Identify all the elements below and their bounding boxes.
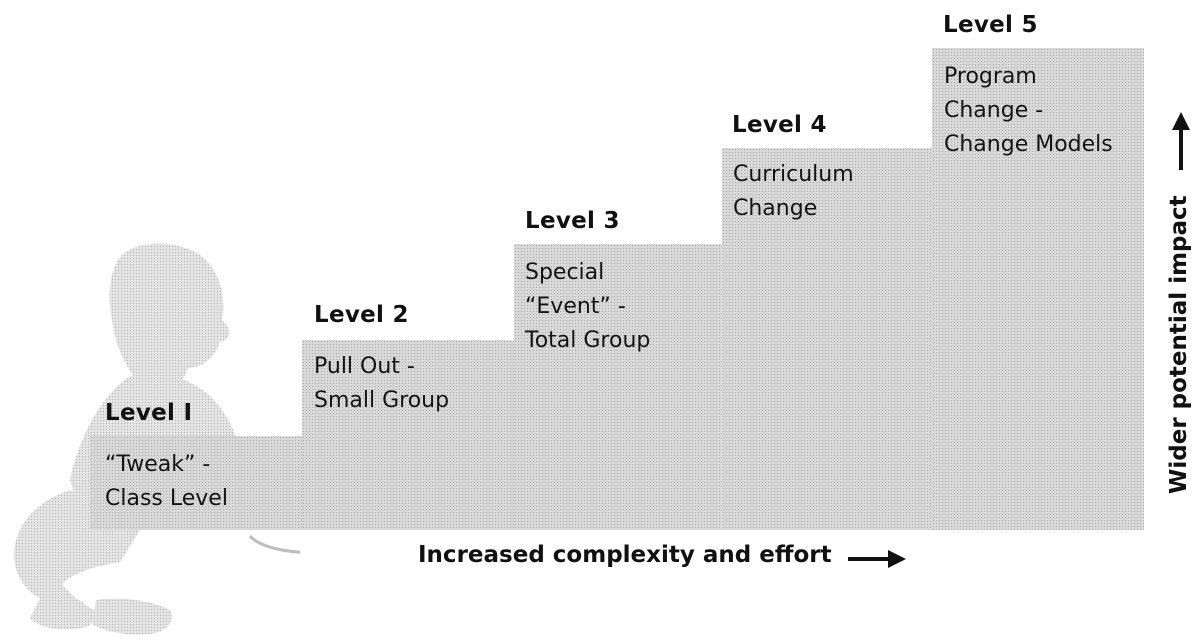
level-4-description: Curriculum Change — [733, 162, 854, 221]
step-level-2 — [302, 340, 514, 530]
level-5-description: Program Change - Change Models — [944, 64, 1113, 157]
step-level-5 — [932, 48, 1144, 530]
level-5-label: Level 5 — [943, 12, 1038, 38]
level-1-label: Level I — [105, 400, 193, 426]
level-3-description: Special “Event” - Total Group — [525, 260, 651, 353]
right-arrow-icon — [848, 550, 906, 568]
level-2-description: Pull Out - Small Group — [314, 354, 450, 413]
up-arrow-icon — [1172, 112, 1190, 170]
x-axis-label: Increased complexity and effort — [418, 542, 832, 568]
y-axis-label: Wider potential impact — [1166, 195, 1192, 494]
step-level-4 — [722, 148, 932, 530]
level-1-description: “Tweak” - Class Level — [105, 452, 228, 511]
level-2-label: Level 2 — [314, 302, 409, 328]
ball-edge — [248, 534, 300, 554]
level-3-label: Level 3 — [525, 208, 620, 234]
level-4-label: Level 4 — [732, 112, 827, 138]
step-level-1 — [90, 436, 302, 530]
step-level-3 — [514, 244, 722, 530]
